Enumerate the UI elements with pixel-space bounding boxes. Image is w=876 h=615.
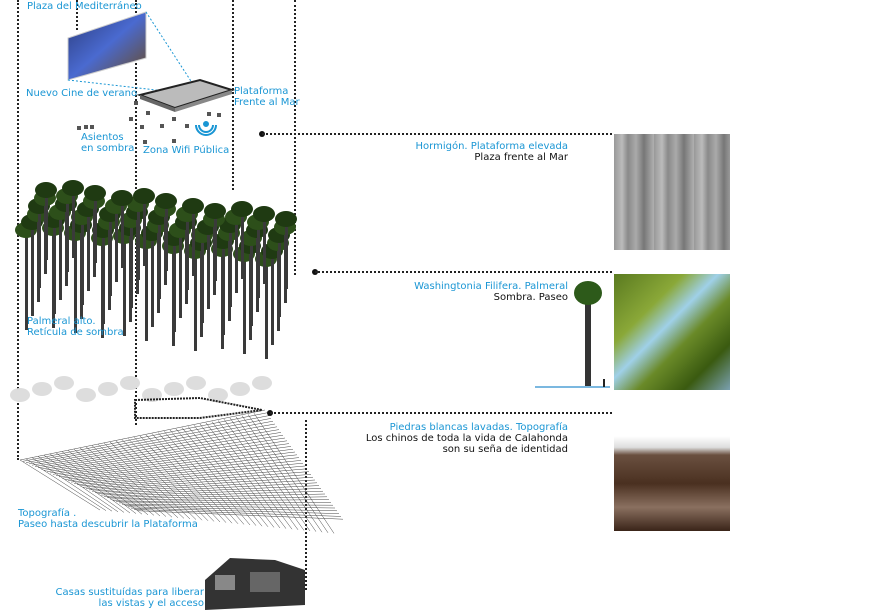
guide-line <box>232 0 234 190</box>
palm-leaves-image <box>614 274 730 390</box>
platform <box>136 78 236 112</box>
axonometric-drawing <box>10 11 344 610</box>
leader-line <box>262 133 612 135</box>
concrete-texture-image <box>614 134 730 250</box>
label-cine: Nuevo Cine de verano <box>26 88 138 99</box>
platform-outline <box>134 396 263 419</box>
leader-line <box>315 271 612 273</box>
topography-mesh <box>19 409 344 534</box>
houses <box>205 558 305 610</box>
label-topografia: Topografía .Paseo hasta descubrir la Pla… <box>18 508 198 530</box>
guide-line <box>294 0 296 275</box>
cinema-screen <box>67 11 201 96</box>
label-wifi: Zona Wifi Pública <box>143 145 230 156</box>
seats <box>77 101 221 144</box>
palm-tree-illustration <box>535 281 610 388</box>
beach-stones-image <box>614 436 730 531</box>
wifi-icon <box>195 121 217 136</box>
label-plaza: Plaza del Mediterráneo <box>27 1 142 12</box>
label-palmeral: Palmeral alto.Retícula de sombra <box>27 316 124 338</box>
guide-line <box>76 0 78 30</box>
palm-grid <box>10 180 297 402</box>
leader-line <box>270 412 612 414</box>
